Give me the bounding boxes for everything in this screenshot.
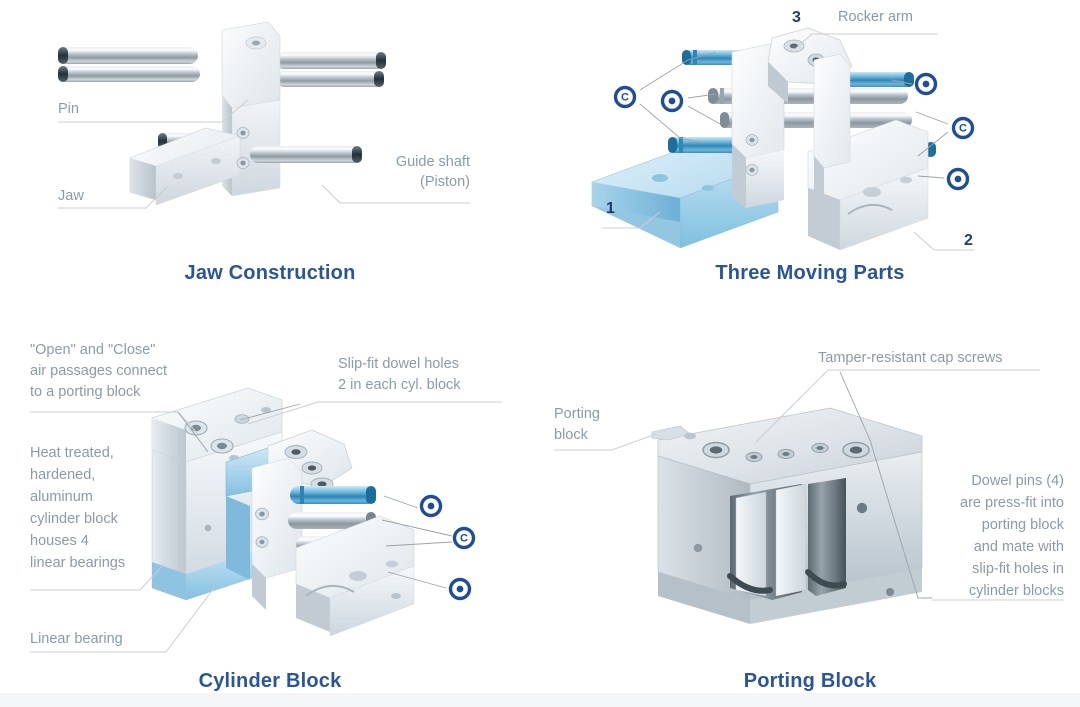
leader-o-left-upper [687,93,717,99]
badge-cb-c-text: C [460,533,468,545]
badge-o-bottomright [946,167,970,191]
label-slipfit-line1: Slip-fit dowel holes [338,356,459,372]
leader-part-1 [602,211,661,229]
lower-guide-shaft-right [250,146,362,163]
label-open-close-line3: to a porting block [30,384,141,400]
label-dowel-line3: porting block [982,517,1065,533]
label-dowel-line6: cylinder blocks [969,583,1064,599]
leader-o-bottomright [917,175,945,179]
leader-o-left-lower [687,105,721,125]
label-heat-line1: Heat treated, [30,445,114,461]
badge-o-topright [914,72,938,96]
leader-c-left-upper [639,51,717,91]
leader-rocker-arm [795,33,938,49]
leader-porting-block [554,433,657,451]
label-slipfit-line2: 2 in each cyl. block [338,377,461,393]
label-open-close-line2: air passages connect [30,363,167,379]
label-number-3: 3 [792,9,801,26]
leader-o-bottom [387,571,447,589]
panel-title-cylinder-block: Cylinder Block [198,670,342,692]
leader-tamper-2 [839,371,871,441]
badge-c-right-text: C [959,123,967,135]
panel-title-three-moving-parts: Three Moving Parts [715,262,905,284]
label-pin: Pin [58,101,79,117]
upper-guide-shaft-right [276,52,386,87]
porting-block-slots [727,478,847,600]
panel-jaw-construction: Pin Jaw Guide shaft (Piston) Jaw Constru… [0,0,540,300]
cylinder-block-column [251,457,303,610]
label-open-close-line1: "Open" and "Close" [30,342,155,358]
panel-title-jaw-construction: Jaw Construction [184,262,356,284]
leader-c-2 [385,541,453,547]
upper-guide-shaft-left [58,47,200,82]
panel-cylinder-block: C "Open" and "Close" air passages connec… [0,300,540,707]
label-number-1: 1 [606,200,615,217]
leader-tamper-3 [869,439,932,599]
badge-c-left-text: C [621,92,629,104]
pin-features [236,127,250,169]
badge-c-left: C [613,85,637,109]
badge-cb-c-mid: C [452,526,476,550]
leader-jaw [58,185,169,209]
leader-slipfit-2 [239,403,301,421]
label-dowel-line2: are press-fit into [960,495,1064,511]
leader-o-top [383,495,419,509]
leader-o-topright [891,79,913,85]
label-porting-line1: Porting [554,406,600,422]
leader-c-left-lower [639,103,705,144]
badge-o-left [660,89,684,113]
label-heat-line5: houses 4 [30,533,89,549]
front-jaw-block [129,127,241,206]
label-heat-line2: hardened, [30,467,95,483]
label-heat-line3: aluminum [30,489,93,505]
label-jaw: Jaw [58,188,84,204]
label-heat-line4: cylinder block [30,511,119,527]
label-tamper-screws: Tamper-resistant cap screws [818,350,1003,366]
leader-c-1 [381,519,453,537]
leader-part-2 [913,231,974,251]
leader-open-close-2 [177,411,209,453]
cylinder-block-illustration: C "Open" and "Close" air passages connec… [30,342,502,653]
label-dowel-line1: Dowel pins (4) [971,473,1064,489]
center-white-column-right [813,53,851,208]
leader-c-right-upper [915,111,949,125]
badge-c-right: C [951,116,975,140]
label-dowel-line4: and mate with [974,539,1064,555]
leader-tamper-1 [755,369,1040,443]
label-rocker-arm: Rocker arm [838,9,913,25]
badge-cb-o-bottom [448,577,472,601]
leader-c-right-lower [917,131,949,157]
leader-heat-treated [30,561,167,591]
label-number-2: 2 [964,232,973,249]
footer-band [0,693,1080,707]
label-linear-bearing: Linear bearing [30,631,123,647]
badge-cb-o-top [419,494,443,518]
panel-three-moving-parts: C C Rocker arm 3 1 2 Thre [540,0,1080,300]
leader-guide-shaft [321,184,470,204]
panel-porting-block: Tamper-resistant cap screws Porting bloc… [540,300,1080,707]
porting-block-illustration: Tamper-resistant cap screws Porting bloc… [554,350,1065,624]
label-porting-line2: block [554,427,589,443]
label-guide-shaft-line2: (Piston) [420,174,470,190]
label-dowel-line5: slip-fit holes in [972,561,1064,577]
part-2-white-jaw [807,119,929,251]
part-1-blue-base [591,145,779,249]
cylinder-block-right-jaw [295,515,415,637]
label-heat-line6: linear bearings [30,555,125,571]
leader-linear-bearing [30,587,215,653]
three-moving-parts-illustration: C C Rocker arm 3 1 2 [591,9,975,251]
label-guide-shaft-line1: Guide shaft [396,154,470,170]
leader-slipfit [247,401,502,425]
jaw-construction-illustration: Pin Jaw Guide shaft (Piston) [58,21,470,209]
panel-title-porting-block: Porting Block [743,670,877,692]
leader-pin [58,99,249,123]
